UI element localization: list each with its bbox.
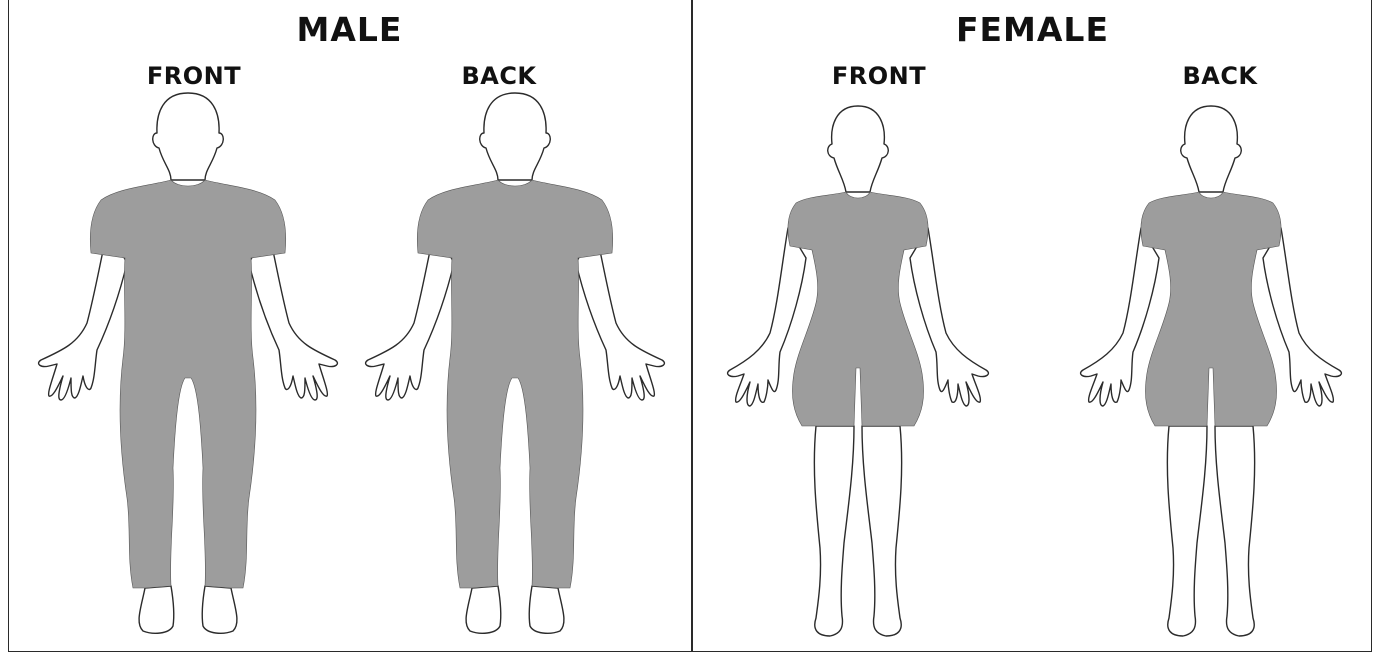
male-front-figure <box>23 88 353 638</box>
male-back-label: BACK <box>419 62 579 90</box>
male-back-figure <box>350 88 680 638</box>
female-front-label: FRONT <box>799 62 959 90</box>
female-back-label: BACK <box>1140 62 1300 90</box>
male-title: MALE <box>8 10 691 49</box>
female-front-outline <box>728 106 989 636</box>
male-back-coverage <box>417 180 612 588</box>
female-back-outline <box>1081 106 1342 636</box>
female-title: FEMALE <box>693 10 1372 49</box>
male-front-coverage <box>90 180 285 588</box>
male-panel: MALE FRONT BACK <box>8 0 691 652</box>
female-back-coverage <box>1141 192 1281 426</box>
female-panel: FEMALE FRONT BACK <box>693 0 1372 652</box>
female-front-figure <box>708 88 1008 648</box>
male-front-label: FRONT <box>114 62 274 90</box>
female-back-figure <box>1061 88 1361 648</box>
female-front-coverage <box>788 192 928 426</box>
